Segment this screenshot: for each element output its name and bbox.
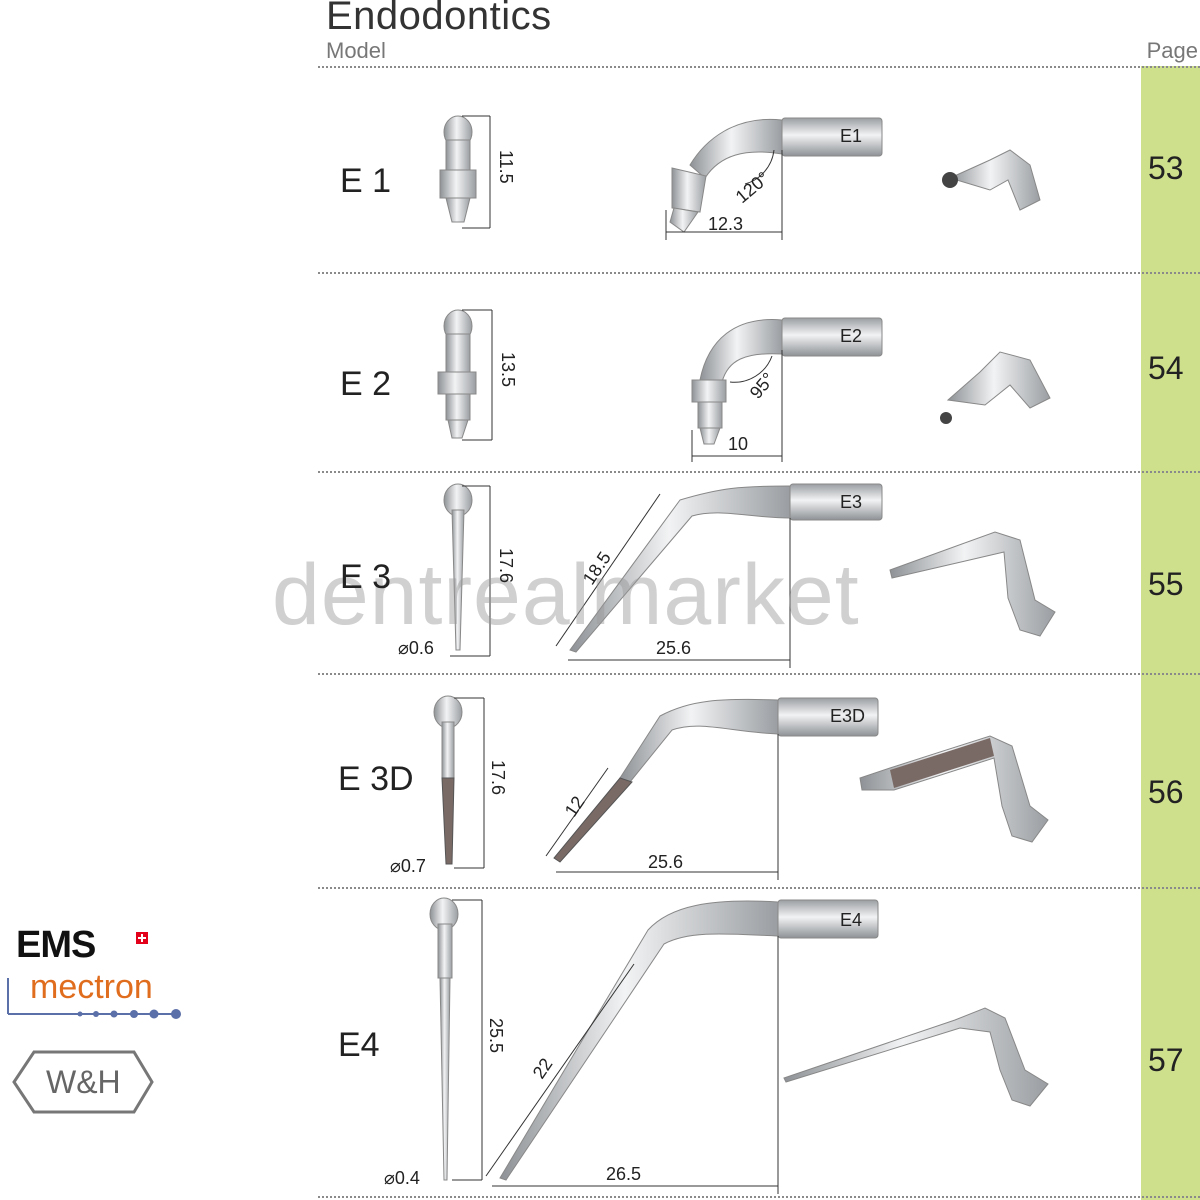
row-divider bbox=[318, 471, 1200, 473]
e4-width-label: 26.5 bbox=[606, 1164, 641, 1184]
e2-length-dim bbox=[462, 309, 493, 441]
e1-length-label: 11.5 bbox=[496, 150, 516, 184]
e3-width-label: 25.6 bbox=[656, 638, 691, 658]
e2-width-label: 10 bbox=[728, 434, 748, 454]
row-divider bbox=[318, 1196, 1200, 1198]
e3-front-view bbox=[443, 483, 473, 651]
e2-side-view bbox=[691, 317, 883, 445]
mectron-logo: mectron bbox=[30, 968, 153, 1006]
page-e2: 54 bbox=[1148, 350, 1184, 386]
e3d-3d-view bbox=[859, 735, 1049, 843]
e3d-length-label: 17.6 bbox=[488, 760, 508, 795]
mectron-dots bbox=[7, 978, 181, 1019]
model-column-header: Model bbox=[326, 38, 386, 63]
e1-side-view bbox=[669, 117, 883, 233]
e2-width-dim bbox=[691, 350, 783, 462]
e3d-dims bbox=[545, 734, 779, 880]
e4-diameter-label: ⌀0.4 bbox=[384, 1168, 420, 1188]
page-title: Endodontics bbox=[326, 0, 552, 38]
e2-front-view bbox=[437, 309, 477, 439]
e2-3d-view bbox=[940, 351, 1051, 424]
e1-width-dim bbox=[665, 149, 783, 240]
e3-diag-label: 18.5 bbox=[579, 548, 615, 588]
e3d-front-view bbox=[433, 695, 463, 865]
e3-side-view bbox=[569, 483, 883, 653]
row-divider bbox=[318, 272, 1200, 274]
e4-length-dim bbox=[452, 899, 483, 1181]
e4-dims bbox=[485, 936, 779, 1194]
e2-tip-label: E2 bbox=[840, 326, 862, 346]
e3-length-label: 17.6 bbox=[496, 548, 516, 583]
e2-angle-label: 95° bbox=[746, 369, 779, 403]
e4-front-view bbox=[429, 897, 459, 1181]
e4-side-view bbox=[499, 899, 879, 1181]
e3-tip-label: E3 bbox=[840, 492, 862, 512]
row-divider bbox=[318, 887, 1200, 889]
row-divider bbox=[318, 673, 1200, 675]
ems-logo: EMS bbox=[16, 924, 96, 966]
e4-tip-label: E4 bbox=[840, 910, 862, 930]
row-divider bbox=[318, 66, 1200, 68]
page-e3d: 56 bbox=[1148, 774, 1184, 810]
e1-tip-label: E1 bbox=[840, 126, 862, 146]
e3d-diameter-label: ⌀0.7 bbox=[390, 856, 426, 876]
wh-logo-frame bbox=[12, 1050, 154, 1114]
e1-angle-label: 120° bbox=[732, 168, 773, 207]
e3-dims bbox=[555, 493, 791, 668]
e1-front-view bbox=[439, 115, 477, 223]
e3d-side-view bbox=[553, 697, 879, 863]
e3d-diag-label: 12 bbox=[561, 792, 589, 820]
e3-3d-view bbox=[889, 531, 1056, 637]
page-e3: 55 bbox=[1148, 566, 1184, 602]
e3d-length-dim bbox=[454, 697, 485, 869]
model-e2: E 2 bbox=[340, 365, 392, 403]
e3d-tip-label: E3D bbox=[830, 706, 865, 726]
e2-length-label: 13.5 bbox=[498, 352, 518, 387]
e4-diag-label: 22 bbox=[529, 1054, 557, 1082]
e3d-width-label: 25.6 bbox=[648, 852, 683, 872]
wh-logo: W&H bbox=[46, 1064, 121, 1100]
ems-swiss-cross bbox=[136, 932, 148, 944]
model-e4: E4 bbox=[338, 1026, 380, 1064]
page-column-band bbox=[1141, 66, 1200, 1200]
e4-3d-view bbox=[783, 1007, 1049, 1107]
e1-3d-view bbox=[942, 149, 1041, 211]
e1-length-dim bbox=[462, 115, 491, 229]
e1-width-label: 12.3 bbox=[708, 214, 743, 234]
model-e3d: E 3D bbox=[338, 760, 414, 798]
model-e3: E 3 bbox=[340, 558, 392, 596]
e3-diameter-label: ⌀0.6 bbox=[398, 638, 434, 658]
watermark: dentrealmarket bbox=[272, 547, 860, 643]
page-e1: 53 bbox=[1148, 150, 1184, 186]
model-e1: E 1 bbox=[340, 162, 392, 200]
e3-length-dim bbox=[450, 485, 491, 657]
e4-length-label: 25.5 bbox=[486, 1018, 506, 1053]
page-column-header: Page bbox=[1146, 38, 1198, 63]
page-e4: 57 bbox=[1148, 1042, 1184, 1078]
